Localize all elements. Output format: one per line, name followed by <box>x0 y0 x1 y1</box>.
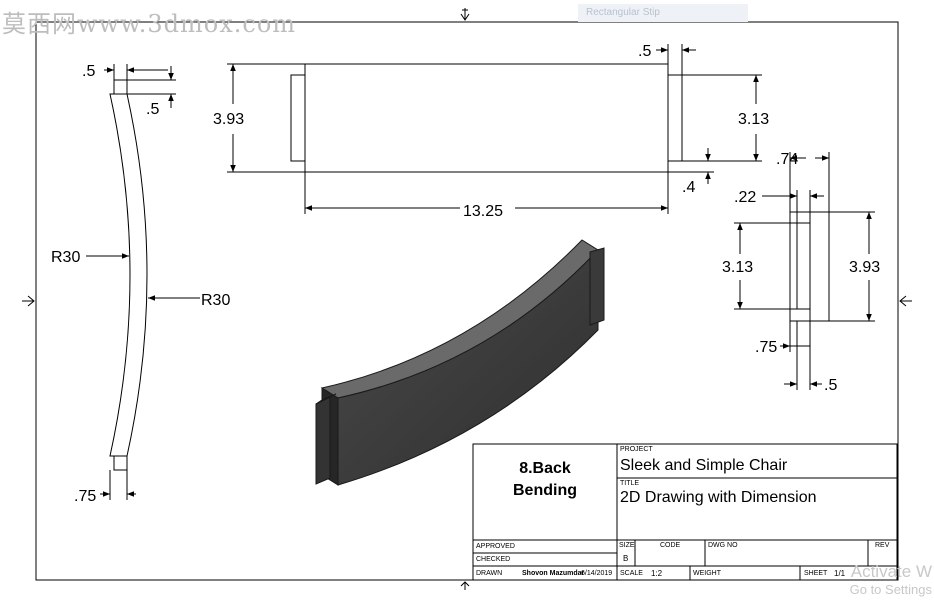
side-top-tenon <box>113 79 128 95</box>
size-label: SIZE <box>619 542 635 549</box>
iso-front-face <box>337 248 599 486</box>
rev-label: REV <box>875 542 890 549</box>
scale-value: 1:2 <box>651 569 663 578</box>
dwg-no-label: DWG NO <box>708 542 738 549</box>
part-name-line2: Bending <box>513 482 577 499</box>
drawn-by: Shovon Mazumdar <box>522 570 585 577</box>
site-watermark: 莫西网www.3dmox.com <box>2 10 297 38</box>
weight-label: WEIGHT <box>693 570 721 577</box>
dim-right-top-width: .74 <box>776 151 798 168</box>
activate-windows-overlay[interactable]: Activate W Go to Settings <box>850 562 932 597</box>
dim-front-length: 13.25 <box>463 203 503 220</box>
center-marks <box>22 8 912 590</box>
dim-right-inner-height: 3.13 <box>722 259 753 276</box>
project-name: Sleek and Simple Chair <box>620 457 788 474</box>
dim-side-radius-right: R30 <box>201 292 230 309</box>
iso-left-tenon <box>315 396 331 485</box>
isometric-view <box>315 239 605 486</box>
part-name-line1: 8.Back <box>519 460 571 477</box>
dim-front-right-bottom: .4 <box>682 179 695 196</box>
side-profile <box>109 93 148 457</box>
activate-line2[interactable]: Go to Settings <box>849 582 932 597</box>
activate-line1: Activate W <box>850 562 932 581</box>
front-body <box>304 63 669 173</box>
drawn-date: 6/14/2019 <box>581 570 613 577</box>
dim-front-right-top: .5 <box>638 43 651 60</box>
iso-left-tenon-top <box>315 393 337 405</box>
sheet-border <box>35 21 899 581</box>
scale-label: SCALE <box>620 570 643 577</box>
dim-right-height: 3.93 <box>849 259 880 276</box>
size-value: B <box>623 554 629 563</box>
sheet-label: SHEET <box>804 570 828 577</box>
part-name: 8.Back Bending <box>473 458 617 502</box>
project-label: PROJECT <box>620 446 653 453</box>
front-left-tenon <box>290 74 306 162</box>
right-view <box>734 152 875 390</box>
right-tenon <box>796 222 811 310</box>
iso-right-tenon <box>589 247 605 326</box>
checked-label: CHECKED <box>476 556 511 563</box>
dim-side-radius-left: R30 <box>51 249 80 266</box>
dim-right-inner-width: .22 <box>734 189 756 206</box>
front-view <box>227 44 762 214</box>
code-label: CODE <box>660 542 681 549</box>
dim-side-top-offset: .5 <box>146 101 159 118</box>
front-right-tenon <box>667 74 683 162</box>
ghost-tab[interactable]: Rectangular Stip <box>578 4 748 22</box>
dim-right-bottom-width: .75 <box>755 339 777 356</box>
side-view <box>86 64 200 500</box>
sheet-value: 1/1 <box>834 569 846 578</box>
approved-label: APPROVED <box>476 543 515 550</box>
dim-front-height: 3.93 <box>213 111 244 128</box>
drawing-title: 2D Drawing with Dimension <box>620 489 817 506</box>
dim-side-top-width: .5 <box>82 63 95 80</box>
dim-front-right-height: 3.13 <box>738 111 769 128</box>
title-label: TITLE <box>620 480 640 487</box>
title-block-frame <box>472 443 898 581</box>
side-bottom-tenon <box>113 455 128 471</box>
drawn-label: DRAWN <box>476 570 503 577</box>
dim-side-bottom: .75 <box>74 488 96 505</box>
dim-right-bottom-gap: .5 <box>824 377 837 394</box>
